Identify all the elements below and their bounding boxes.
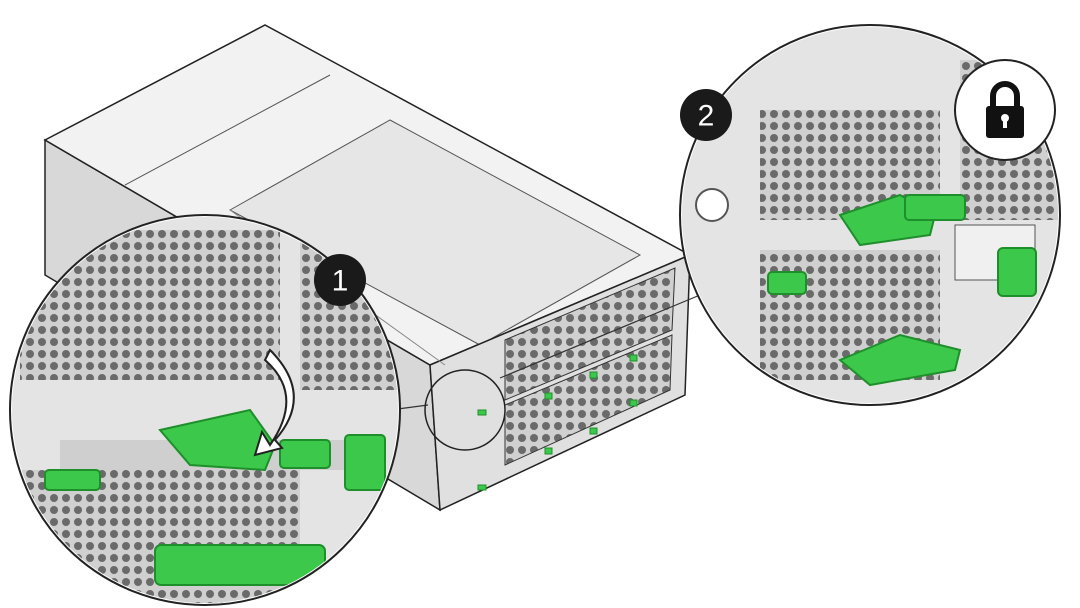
small-lever-right [279,439,331,469]
lever-upper-right [904,194,966,221]
detail-highlight-circle [424,369,506,451]
rotate-arrow-icon [253,348,295,457]
chassis-top-panel [228,119,642,346]
front-fan-grille [504,267,676,401]
callout-badge-2: 2 [680,89,732,141]
module-latch [997,247,1037,297]
side-latch [344,434,386,491]
lock-icon [986,81,1024,138]
chassis-seam [124,74,331,186]
leader-line-2 [499,294,701,379]
release-lever [158,408,277,472]
callout-number-1: 1 [332,265,349,298]
small-lever-left-2 [767,271,807,295]
lever-lower-2 [838,333,962,387]
lock-callout [954,59,1056,161]
callout-number-2: 2 [698,100,715,133]
small-lever-left [44,469,101,491]
front-module-bays [504,334,673,466]
front-green-latches [477,354,638,491]
callout-badge-1: 1 [314,254,366,306]
